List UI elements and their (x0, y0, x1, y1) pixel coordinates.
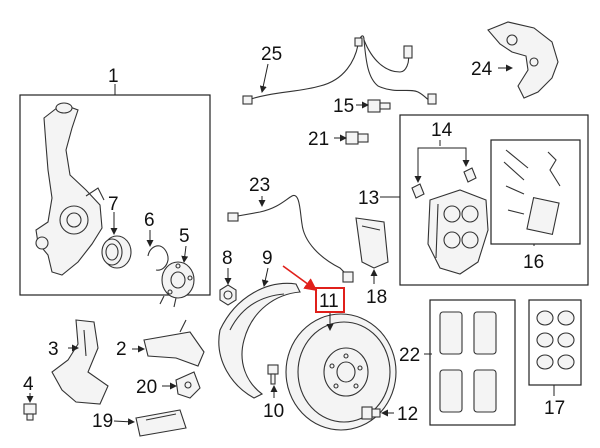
bolt-4 (23, 403, 37, 421)
bleeder-screws (411, 167, 477, 199)
bolt-12 (361, 406, 381, 420)
shield-bracket (143, 319, 205, 367)
callout-13: 13 (358, 188, 379, 209)
callout-6: 6 (144, 210, 155, 231)
mounting-clip (175, 371, 201, 399)
callout-5: 5 (179, 226, 190, 247)
deflector (51, 319, 109, 405)
seal-kit (536, 310, 575, 370)
pad-shim (355, 217, 389, 269)
callout-21: 21 (308, 129, 329, 150)
caliper-bracket (487, 21, 559, 99)
callout-12: 12 (397, 404, 418, 425)
brake-pads-box (429, 299, 516, 426)
highlight-11 (282, 265, 345, 313)
brake-caliper (427, 189, 489, 275)
steering-knuckle (35, 102, 105, 276)
seal-kit-box (528, 299, 582, 386)
callout-20: 20 (136, 377, 157, 398)
callout-23: 23 (249, 175, 270, 196)
callout-22: 22 (399, 345, 420, 366)
hardware-kit (503, 149, 561, 236)
callout-7: 7 (108, 194, 119, 215)
callout-labels: 1 2 3 4 5 6 7 8 9 10 11 12 13 14 15 16 1… (23, 44, 565, 432)
bolt-21 (345, 131, 369, 145)
axle-nut (219, 284, 237, 306)
bolt-15 (367, 99, 391, 113)
callout-15: 15 (333, 96, 354, 117)
wheel-hub (159, 261, 195, 308)
callout-11: 11 (319, 291, 339, 312)
hardware-kit-box (490, 139, 581, 245)
callout-24: 24 (471, 59, 493, 80)
brake-pads (439, 311, 497, 413)
callout-14: 14 (431, 120, 453, 141)
callout-25: 25 (261, 44, 282, 65)
callout-9: 9 (262, 248, 273, 269)
callout-18: 18 (366, 287, 387, 308)
wheel-bearing (101, 235, 132, 269)
caliper-group-box (399, 114, 589, 286)
callout-17: 17 (544, 398, 565, 419)
callout-2: 2 (116, 339, 127, 360)
leader-lines (26, 63, 555, 426)
abs-sensor-harness (242, 35, 437, 105)
callout-1: 1 (108, 66, 119, 87)
callout-10: 10 (263, 401, 284, 422)
callout-3: 3 (48, 339, 59, 360)
brake-hose (227, 195, 354, 283)
brake-rotor (285, 313, 397, 431)
rotor-screw (267, 364, 279, 385)
heat-plate (135, 409, 187, 437)
snap-ring (147, 245, 169, 271)
callout-4: 4 (23, 374, 34, 395)
callout-19: 19 (92, 411, 113, 432)
callout-16: 16 (523, 252, 544, 273)
callout-8: 8 (222, 248, 233, 269)
